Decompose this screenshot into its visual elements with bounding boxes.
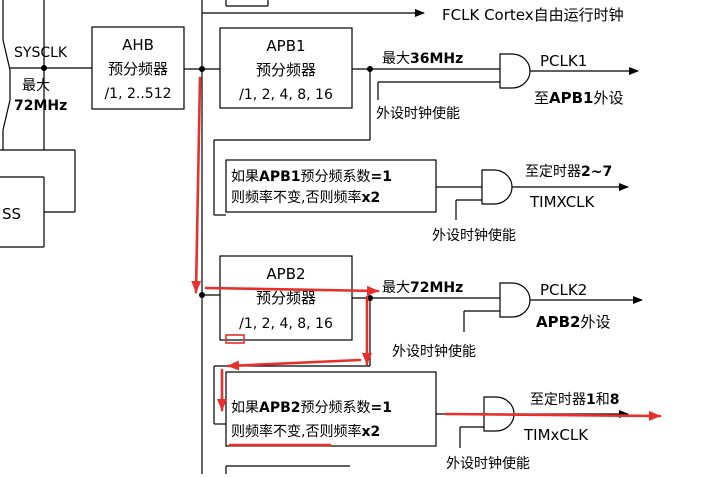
apb1-max-label: 最大36MHz [382,51,463,67]
apb1-timer-wiring [436,169,629,220]
apb1-timer-dest-prefix: 至定时器 [525,164,581,180]
apb1-timer-and-gate [481,169,513,205]
apb1-max-value: 36MHz [410,51,463,67]
apb1-rule-prefix: 如果 [231,169,259,185]
apb2-rule-line2: 则频率不变,否则频率x2 [231,423,380,440]
pclk1-label: PCLK1 [540,52,587,70]
apb2-rule-mid: 预分频系数 [301,400,371,416]
timxclk2-label: TIMxCLK [523,426,589,444]
apb2-and-gate [499,282,531,318]
apb1-tap-dot [367,66,373,72]
apb2-dest-bold: APB2 [536,313,580,331]
apb1-title: APB1 [266,37,305,55]
red-box-div1 [225,334,245,344]
apb1-rule-line1: 如果APB1预分频系数=1 [231,169,392,185]
apb2-timer-enable-label: 外设时钟使能 [446,455,530,472]
apb1-timer-enable-label: 外设时钟使能 [432,227,516,244]
apb1-timer-dest: 至定时器2~7 [525,164,612,180]
apb2-rule-prefix: 如果 [231,400,259,416]
red-arrow-to-apb2-out [204,285,380,296]
sysclk-max-value: 72MHz [14,98,67,114]
apb1-dest-suffix: 外设 [594,89,624,107]
apb1-and-gate [499,53,531,89]
apb1-dest-bold: APB1 [549,89,593,107]
apb2-timer-dest-prefix: 至定时器 [530,392,586,408]
sysclk-label: SYSCLK [14,45,68,61]
ahb-junction-dot [199,66,205,72]
apb1-rule-eq: =1 [371,169,392,185]
apb2-timer-dest-mid: 和 [596,392,610,408]
sysclk-junction-dot [41,65,47,71]
apb1-enable-label: 外设时钟使能 [376,105,460,122]
ahb-subtitle: 预分频器 [108,60,168,78]
apb2-max-prefix: 最大 [382,280,410,296]
apb2-timer-rule-box [225,371,437,447]
apb1-rule-x2: x2 [361,190,380,206]
apb2-subtitle: 预分频器 [256,289,316,307]
mux-edge-slant [2,39,11,71]
apb2-options: /1, 2, 4, 8, 16 [239,316,333,332]
apb2-prescaler-box [219,255,353,341]
ahb-prescaler-box [91,26,185,110]
apb2-rule-eq: =1 [371,400,392,416]
fclk-label: FCLK Cortex自由运行时钟 [442,6,624,24]
ss-box-label: SS [2,205,21,223]
apb1-timer-rule-box [225,159,437,213]
apb2-enable-label: 外设时钟使能 [392,343,476,360]
apb2-rule-line2-text: 则频率不变,否则频率 [231,423,361,440]
pclk2-label: PCLK2 [540,281,587,299]
apb2-timer-dest-bold: 1 [586,392,596,408]
apb2-rule-line1: 如果APB2预分频系数=1 [231,400,392,416]
apb1-max-prefix: 最大 [382,51,410,67]
apb2-tap-dot [367,295,373,301]
timxclk-label: TIMXCLK [529,193,596,211]
apb2-junction-dot [199,292,205,298]
red-arrow-to-timers [444,410,662,421]
apb1-rule-bold: APB1 [259,169,301,185]
red-annotations [191,76,662,447]
apb1-rule-line2-text: 则频率不变,否则频率 [231,189,361,206]
apb2-max-label: 最大72MHz [382,280,463,296]
ahb-title: AHB [122,36,154,54]
mux-edge-slant2 [2,99,11,131]
apb1-timer-dest-bold: 2~7 [581,164,612,180]
apb2-rule-bold: APB2 [259,400,301,416]
apb2-rule-x2: x2 [361,424,380,440]
red-arrow-hclk-down [191,76,202,294]
apb1-dest-prefix: 至 [534,89,549,107]
apb1-rule-mid: 预分频系数 [301,169,371,185]
ahb-options: /1, 2..512 [104,86,171,102]
apb1-rule-line2: 则频率不变,否则频率x2 [231,189,380,206]
apb1-options: /1, 2, 4, 8, 16 [239,87,333,103]
left-fragments [0,0,92,248]
red-arrow-tap-left [226,358,362,371]
sysclk-max-prefix: 最大 [22,78,50,94]
apb1-prescaler-box [219,27,353,109]
apb2-title: APB2 [266,265,305,283]
apb2-timer-dest: 至定时器1和8 [530,392,620,408]
apb2-dest-label: APB2外设 [536,313,611,331]
apb2-timer-dest-bold2: 8 [610,392,620,408]
ahb-bus [184,0,425,474]
apb2-max-value: 72MHz [410,280,463,296]
apb1-dest-label: 至APB1外设 [534,89,624,107]
apb1-subtitle: 预分频器 [256,61,316,79]
apb2-dest-suffix: 外设 [580,313,610,331]
apb1-wiring [213,53,639,216]
